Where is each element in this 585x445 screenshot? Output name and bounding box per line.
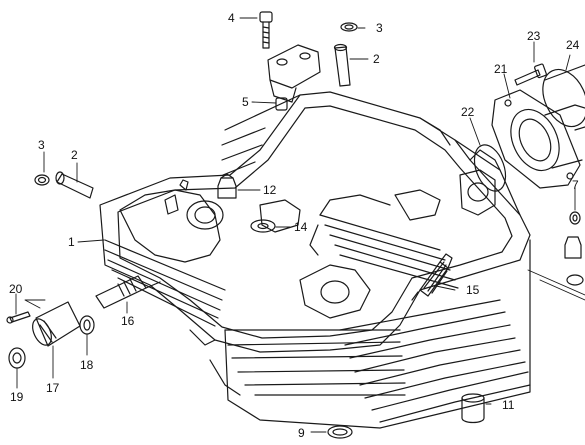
washer-7 (569, 211, 581, 225)
callout-21: 21 (494, 62, 508, 76)
callout-3-top: 3 (376, 21, 383, 35)
callout-14: 14 (294, 220, 308, 234)
callout-3-left: 3 (38, 138, 45, 152)
callout-4: 4 (228, 11, 235, 25)
callout-labels: 4 3 2 5 3 2 1 12 14 15 16 17 18 19 20 21… (9, 11, 580, 440)
rocker-area (119, 169, 496, 319)
breather-ribs (309, 194, 459, 289)
o-ring-9 (327, 425, 353, 439)
callout-18: 18 (80, 358, 94, 372)
callout-5: 5 (242, 95, 249, 109)
cap-19 (8, 347, 26, 369)
bolt-4 (259, 11, 273, 49)
spark-plug-15 (411, 253, 453, 301)
washer-14 (250, 219, 276, 233)
washer-3-left (34, 174, 50, 186)
callout-9: 9 (298, 426, 305, 440)
callout-15: 15 (466, 283, 480, 297)
callout-17: 17 (46, 381, 60, 395)
gasket-22 (473, 144, 507, 192)
callout-23: 23 (527, 29, 541, 43)
intake-flange-21 (491, 89, 585, 189)
washer-3-top (340, 22, 358, 32)
screw-20 (6, 311, 31, 324)
gear-housing-17 (32, 301, 81, 347)
callout-1: 1 (68, 235, 75, 249)
callout-2-left: 2 (71, 148, 78, 162)
cap-nut-right (564, 236, 584, 286)
dowel-pin-2-top (333, 43, 351, 87)
cap-nut-12 (217, 173, 237, 199)
callout-20: 20 (9, 282, 23, 296)
callout-22: 22 (461, 105, 475, 119)
oil-seal-18 (79, 315, 95, 335)
cap-11 (461, 393, 485, 424)
tacho-gear-16 (95, 275, 161, 309)
callout-12: 12 (263, 183, 277, 197)
cylinder-head-body (99, 91, 531, 429)
dowel-pin-2-left (55, 171, 94, 199)
bolt-23 (514, 63, 547, 86)
callout-7: 7 (572, 178, 579, 192)
callout-11: 11 (502, 398, 515, 412)
callout-2-top: 2 (373, 52, 380, 66)
intake-boot-24 (542, 64, 585, 131)
cam-cap-bracket (267, 44, 321, 103)
callout-24: 24 (566, 38, 580, 52)
callout-19: 19 (10, 390, 24, 404)
leader-lines (15, 17, 585, 433)
plug-5 (275, 97, 288, 111)
callout-16: 16 (121, 314, 135, 328)
